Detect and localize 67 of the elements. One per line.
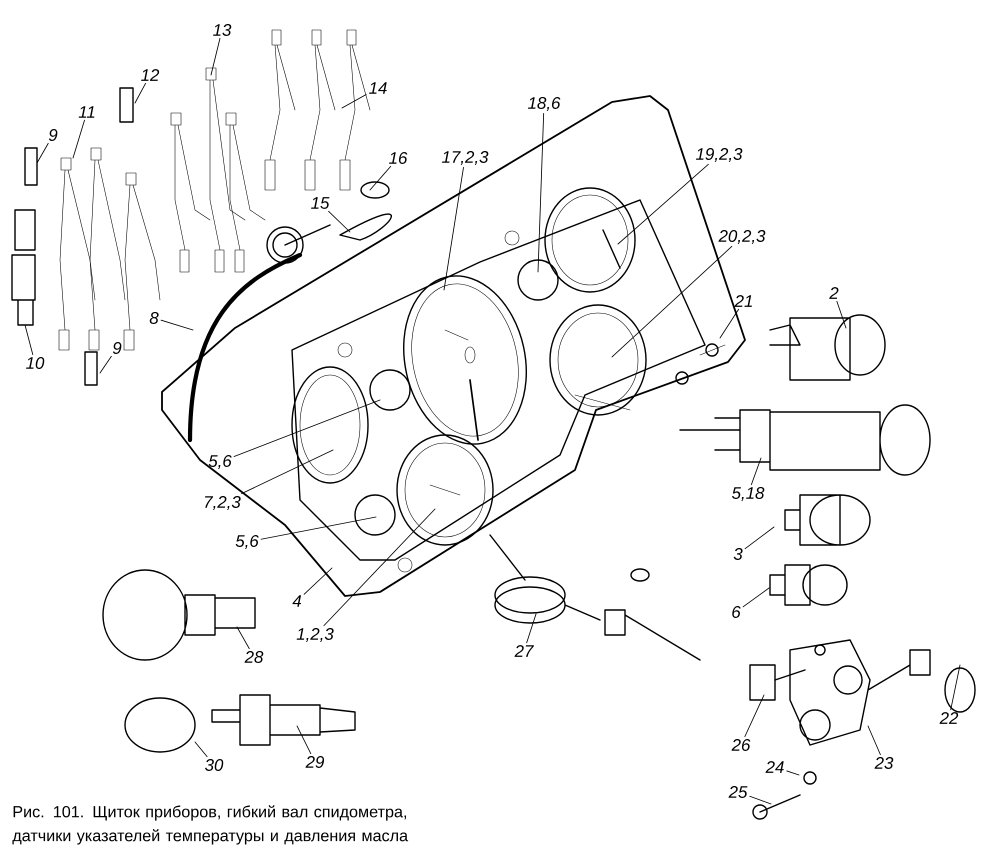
callout-number: 14 <box>369 82 387 94</box>
callout-number: 17,2,3 <box>442 151 488 165</box>
leader-line <box>236 626 250 650</box>
leader-line <box>342 94 367 108</box>
leader-line <box>100 356 112 374</box>
leader-line <box>526 614 536 644</box>
callout-number: 22 <box>940 712 958 724</box>
leader-line <box>260 516 376 540</box>
callout-number: 19,2,3 <box>696 148 742 162</box>
callout-number: 11 <box>78 106 94 118</box>
leader-line <box>444 166 464 290</box>
callout-number: 1,2,3 <box>296 628 334 642</box>
callout-number: 27 <box>514 645 534 657</box>
leader-line <box>618 164 709 244</box>
callout-number: 16 <box>389 152 408 164</box>
leader-line <box>742 588 770 608</box>
callout-number: 5,6 <box>236 535 259 549</box>
callout-number: 18,6 <box>528 97 560 111</box>
callout-number: 8 <box>150 312 159 324</box>
leader-line <box>750 458 762 486</box>
callout-number: 4 <box>292 595 302 607</box>
leader-line <box>72 120 85 158</box>
leader-line <box>786 770 800 776</box>
callout-number: 20,2,3 <box>718 230 766 244</box>
leader-line <box>836 300 846 328</box>
leader-line <box>612 246 732 358</box>
leader-line <box>950 664 960 710</box>
callout-number: 3 <box>734 548 743 560</box>
leader-line <box>210 38 220 76</box>
callout-number: 6 <box>732 606 741 618</box>
leader-line <box>134 82 146 104</box>
leader-line <box>234 400 380 457</box>
callout-number: 28 <box>244 651 264 663</box>
leader-line <box>370 166 392 190</box>
leader-line <box>328 210 350 232</box>
leader-line <box>744 526 774 550</box>
leader-line <box>744 694 764 738</box>
callout-number: 30 <box>205 759 224 771</box>
callout-number: 15 <box>311 197 330 209</box>
callout-number: 25 <box>728 786 748 798</box>
callout-number: 9 <box>48 129 58 141</box>
callout-number: 23 <box>874 757 894 769</box>
leader-line <box>241 450 334 494</box>
leader-line <box>296 726 312 754</box>
callout-number: 13 <box>213 24 232 36</box>
leader-line <box>720 308 740 338</box>
leader-line <box>868 726 881 756</box>
leader-line <box>36 142 49 164</box>
callout-number: 9 <box>112 342 122 354</box>
callout-number: 29 <box>306 756 324 768</box>
leader-line <box>24 324 34 356</box>
leader-line <box>304 568 332 595</box>
leader-line <box>749 796 772 804</box>
callout-number: 10 <box>26 357 44 369</box>
callout-number: 21 <box>734 295 752 307</box>
caption: Рис. 101. Щиток приборов, гибкий вал спидометра, датчики указателей температуры и давления масла <box>12 805 408 845</box>
leader-line <box>324 508 436 626</box>
leader-line <box>538 112 544 272</box>
callout-number: 26 <box>732 739 750 751</box>
callout-number: 5,18 <box>732 487 764 501</box>
callout-number: 24 <box>766 761 784 773</box>
leader-line <box>194 742 208 758</box>
callout-number: 2 <box>829 287 838 299</box>
callout-number: 7,2,3 <box>204 496 241 510</box>
callout-number: 12 <box>141 69 160 81</box>
callout-number: 5,6 <box>208 455 232 469</box>
leader-line <box>160 320 194 330</box>
